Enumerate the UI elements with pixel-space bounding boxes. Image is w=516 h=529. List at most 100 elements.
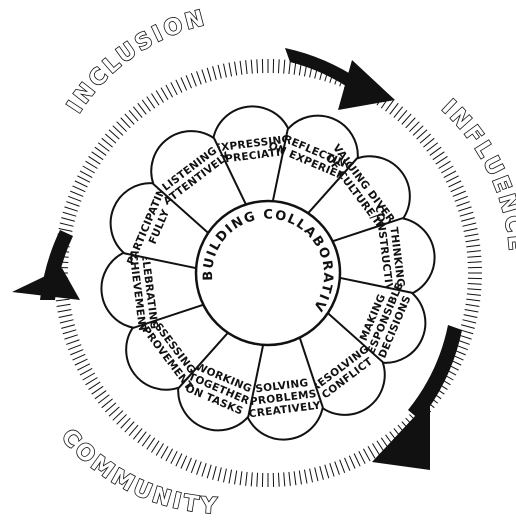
ring-tick (63, 212, 76, 216)
ring-tick (278, 59, 279, 73)
ring-tick (235, 62, 237, 76)
ring-tick (186, 75, 191, 88)
ring-tick (109, 130, 119, 139)
ring-tick (80, 368, 92, 375)
ring-tick (390, 103, 399, 114)
ring-tick (176, 80, 182, 93)
ring-tick (92, 386, 104, 394)
ring-tick (299, 471, 301, 485)
outer-label-inclusion: INCLUSION (63, 6, 210, 118)
ring-tick (439, 161, 451, 168)
ring-tick (229, 63, 232, 77)
ring-tick (218, 467, 221, 481)
ring-tick (98, 143, 109, 152)
ring-tick (57, 304, 71, 306)
ring-tick (109, 407, 119, 416)
ring-tick (436, 156, 448, 164)
ring-tick (394, 107, 403, 118)
ring-tick (420, 134, 431, 143)
ring-tick (235, 471, 237, 485)
ring-tick (340, 460, 345, 473)
ring-tick (461, 325, 475, 329)
ring-tick (138, 103, 147, 114)
ring-tick (113, 411, 123, 421)
ring-tick (77, 176, 89, 182)
ring-tick (246, 472, 247, 486)
ring-tick (89, 382, 101, 390)
ring-tick (151, 94, 159, 106)
ring-tick (218, 65, 221, 79)
ring-tick (444, 171, 456, 178)
ring-tick (197, 462, 202, 475)
ring-tick (68, 196, 81, 201)
ring-tick (402, 114, 411, 124)
ring-tick (66, 340, 79, 345)
ring-tick (289, 60, 290, 74)
ring-tick (66, 202, 79, 207)
arrowhead-top-right-icon (338, 60, 395, 110)
ring-tick (86, 161, 98, 168)
ring-tick (102, 399, 113, 408)
ring-tick (75, 359, 88, 365)
ring-tick (102, 138, 113, 147)
ring-tick (83, 373, 95, 380)
ring-tick (191, 460, 196, 473)
ring-tick (464, 315, 478, 318)
ring-tick (451, 186, 464, 192)
ring-tick (92, 152, 104, 160)
ring-tick (417, 130, 427, 139)
ring-tick (423, 138, 434, 147)
ring-tick (465, 309, 479, 312)
ring-tick (330, 463, 334, 476)
ring-tick (315, 467, 318, 481)
ring-tick (133, 428, 142, 439)
ring-tick (363, 449, 370, 461)
ring-tick (427, 143, 438, 152)
ring-tick (406, 118, 416, 128)
ring-tick (257, 473, 258, 487)
ring-tick (398, 110, 407, 121)
ring-tick (386, 100, 394, 111)
ring-tick (207, 465, 211, 478)
ring-tick (60, 223, 74, 226)
ring-tick (138, 432, 147, 443)
ring-tick (70, 191, 83, 196)
ring-tick (161, 446, 168, 458)
ring-tick (251, 60, 252, 74)
ring-tick (73, 354, 86, 360)
ring-tick (413, 126, 423, 136)
ring-tick (56, 299, 70, 301)
ring-tick (121, 118, 131, 128)
ring-tick (467, 289, 481, 290)
ring-tick (240, 471, 242, 485)
ring-tick (455, 196, 468, 201)
ring-tick (181, 456, 187, 469)
ring-tick (304, 470, 307, 484)
ring-tick (449, 181, 462, 187)
ring-tick (278, 473, 279, 487)
ring-tick (125, 114, 134, 124)
ring-tick (142, 100, 150, 111)
ring-tick (63, 330, 76, 334)
ring-tick (359, 451, 365, 463)
ring-tick (129, 425, 138, 436)
ring-tick (246, 60, 247, 74)
ring-tick (467, 256, 481, 257)
ring-tick (156, 91, 163, 103)
ring-tick (77, 364, 89, 370)
ring-tick (129, 110, 138, 121)
arrowhead-right-icon (372, 400, 430, 470)
ring-tick (461, 218, 475, 222)
ring-tick (466, 299, 480, 301)
ring-tick (464, 229, 478, 232)
ring-tick (191, 73, 196, 86)
ring-tick (349, 456, 355, 469)
ring-tick (64, 207, 77, 211)
ring-tick (113, 126, 123, 136)
ring-tick (83, 166, 95, 173)
ring-tick (325, 465, 329, 478)
ring-tick (181, 78, 187, 91)
ring-tick (466, 304, 480, 306)
ring-tick (166, 449, 173, 461)
